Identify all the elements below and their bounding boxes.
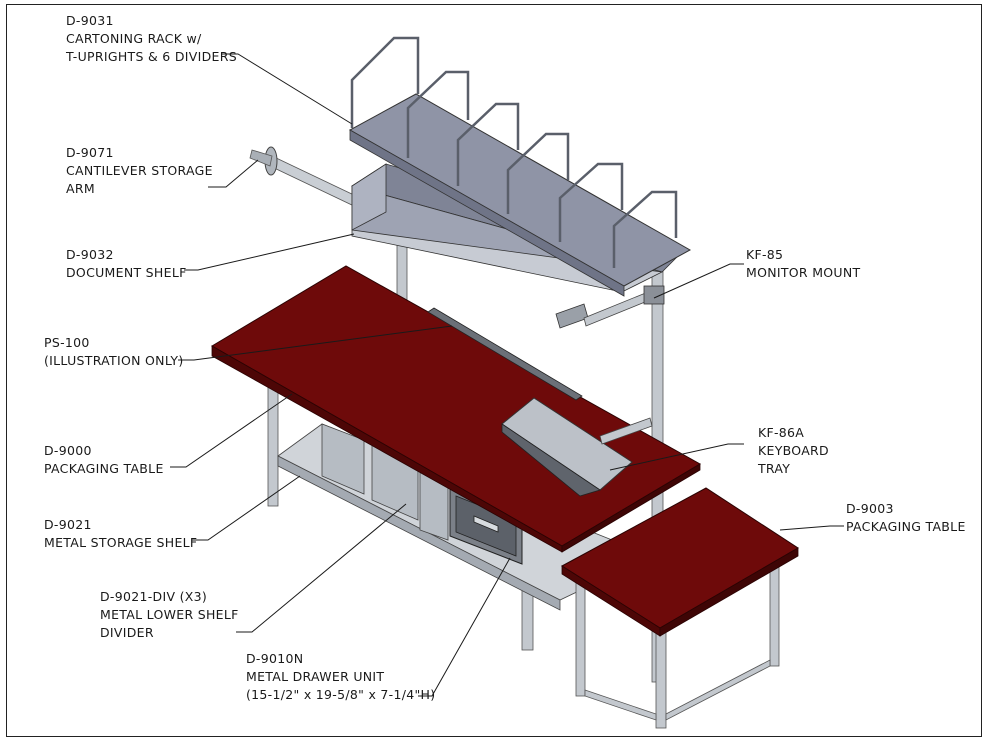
leader-d9032 bbox=[184, 233, 355, 271]
callout-line: KEYBOARD bbox=[758, 443, 829, 458]
callout-ps100: PS-100 (ILLUSTRATION ONLY) bbox=[44, 334, 184, 370]
callout-line: CANTILEVER STORAGE bbox=[66, 163, 213, 178]
callout-d9000: D-9000 PACKAGING TABLE bbox=[44, 442, 164, 478]
callout-line: PS-100 bbox=[44, 335, 90, 350]
callout-line: D-9032 bbox=[66, 247, 114, 262]
callout-line: T-UPRIGHTS & 6 DIVIDERS bbox=[66, 49, 237, 64]
callout-line: PACKAGING TABLE bbox=[846, 519, 966, 534]
leader-ps100 bbox=[178, 325, 453, 361]
callout-d9010n: D-9010N METAL DRAWER UNIT (15-1/2" x 19-… bbox=[246, 650, 435, 704]
drawing-border bbox=[6, 4, 982, 737]
callout-line: D-9021 bbox=[44, 517, 92, 532]
leader-kf86a bbox=[609, 443, 744, 471]
leader-d9021 bbox=[192, 475, 301, 541]
leader-d9003 bbox=[779, 525, 844, 531]
callout-line: KF-85 bbox=[746, 247, 784, 262]
leader-d9031 bbox=[222, 53, 353, 125]
callout-line: D-9000 bbox=[44, 443, 92, 458]
leader-d9000 bbox=[170, 393, 293, 468]
cantilever-storage-arm bbox=[249, 146, 357, 207]
callout-line: D-9010N bbox=[246, 651, 304, 666]
callout-line: METAL STORAGE SHELF bbox=[44, 535, 198, 550]
callout-line: KF-86A bbox=[758, 425, 805, 440]
callout-d9003: D-9003 PACKAGING TABLE bbox=[846, 500, 966, 536]
callout-kf86a: KF-86A KEYBOARD TRAY bbox=[758, 424, 829, 478]
callout-line: PACKAGING TABLE bbox=[44, 461, 164, 476]
callout-line: METAL LOWER SHELF bbox=[100, 607, 239, 622]
callout-line: CARTONING RACK w/ bbox=[66, 31, 202, 46]
monitor-mount bbox=[555, 285, 665, 329]
callout-line: D-9003 bbox=[846, 501, 894, 516]
leader-d9071 bbox=[208, 159, 259, 188]
callout-line: D-9071 bbox=[66, 145, 114, 160]
callout-line: D-9021-DIV (X3) bbox=[100, 589, 208, 604]
callout-line: TRAY bbox=[758, 461, 791, 476]
callout-kf85: KF-85 MONITOR MOUNT bbox=[746, 246, 860, 282]
callout-d9021div: D-9021-DIV (X3) METAL LOWER SHELF DIVIDE… bbox=[100, 588, 239, 642]
callout-line: D-9031 bbox=[66, 13, 114, 28]
small-packaging-table bbox=[561, 487, 799, 729]
keyboard-tray bbox=[501, 397, 653, 497]
callout-line: DOCUMENT SHELF bbox=[66, 265, 187, 280]
callout-d9031: D-9031 CARTONING RACK w/ T-UPRIGHTS & 6 … bbox=[66, 12, 237, 66]
callout-d9032: D-9032 DOCUMENT SHELF bbox=[66, 246, 187, 282]
callout-d9021: D-9021 METAL STORAGE SHELF bbox=[44, 516, 197, 552]
callout-line: METAL DRAWER UNIT bbox=[246, 669, 385, 684]
cartoning-rack bbox=[348, 36, 692, 297]
callout-line: (15-1/2" x 19-5/8" x 7-1/4"H) bbox=[246, 687, 436, 702]
leader-d9021div bbox=[236, 503, 407, 633]
callout-line: ARM bbox=[66, 181, 95, 196]
callout-line: DIVIDER bbox=[100, 625, 154, 640]
callout-d9071: D-9071 CANTILEVER STORAGE ARM bbox=[66, 144, 213, 198]
power-strip bbox=[427, 307, 583, 401]
leader-lines bbox=[170, 53, 844, 697]
callout-line: MONITOR MOUNT bbox=[746, 265, 861, 280]
leader-d9010n bbox=[418, 557, 511, 697]
callout-line: (ILLUSTRATION ONLY) bbox=[44, 353, 184, 368]
leader-kf85 bbox=[653, 263, 744, 299]
